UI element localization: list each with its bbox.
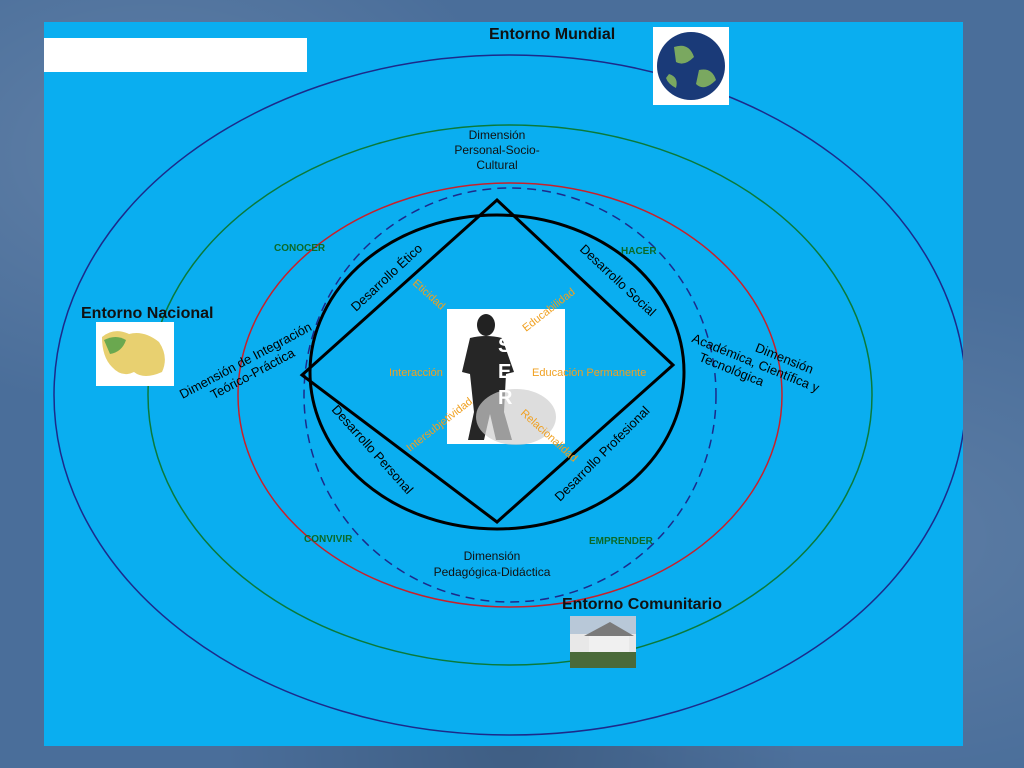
inner-circle	[308, 213, 686, 531]
diamond	[299, 197, 676, 524]
entorno-comunitario-label: Entorno Comunitario	[562, 596, 722, 613]
red-ring	[237, 182, 783, 608]
ser-letter-e: E	[498, 361, 511, 383]
dimension-top-line3: Cultural	[476, 158, 517, 172]
dimension-bottom-label: Dimensión Pedagógica-Didáctica	[434, 549, 551, 579]
dimension-top-line2: Personal-Socio-	[454, 143, 539, 157]
ser-diagram: S E R Entorno Mundial Entorno Nacional E…	[53, 26, 963, 736]
ser-letter-s: S	[498, 335, 511, 357]
eticidad-label: Eticidad	[410, 277, 447, 312]
ser-center-box: S E R	[447, 309, 565, 445]
entorno-nacional-label: Entorno Nacional	[81, 305, 213, 322]
dimension-bottom-line2: Pedagógica-Didáctica	[434, 565, 551, 579]
ser-letter-r: R	[498, 387, 513, 409]
venezuela-map-image	[96, 322, 174, 386]
dashed-ring	[303, 187, 717, 603]
title-placeholder-box	[44, 38, 307, 72]
dimension-top-label: Dimensión Personal-Socio- Cultural	[454, 128, 539, 172]
dimension-left-line1: Dimensión de Integración	[177, 319, 314, 401]
slide: S E R Entorno Mundial Entorno Nacional E…	[44, 22, 963, 746]
interaccion-label: Interacción	[389, 367, 443, 379]
green-ring	[147, 124, 873, 666]
convivir-label: CONVIVIR	[304, 534, 353, 545]
conocer-label: CONOCER	[274, 243, 326, 254]
hacer-label: HACER	[621, 246, 657, 257]
desarrollo-etico-label: Desarrollo Ético	[348, 241, 425, 315]
person-silhouette-icon	[462, 314, 556, 445]
educacion-permanente-label: Educación Permanente	[532, 367, 646, 379]
community-house-image	[570, 616, 636, 668]
emprender-label: EMPRENDER	[589, 536, 654, 547]
globe-image	[653, 27, 729, 105]
dimension-top-line1: Dimensión	[469, 128, 526, 142]
dimension-bottom-line1: Dimensión	[464, 549, 521, 563]
outer-ring-mundial	[53, 54, 963, 736]
entorno-mundial-label: Entorno Mundial	[489, 26, 615, 43]
